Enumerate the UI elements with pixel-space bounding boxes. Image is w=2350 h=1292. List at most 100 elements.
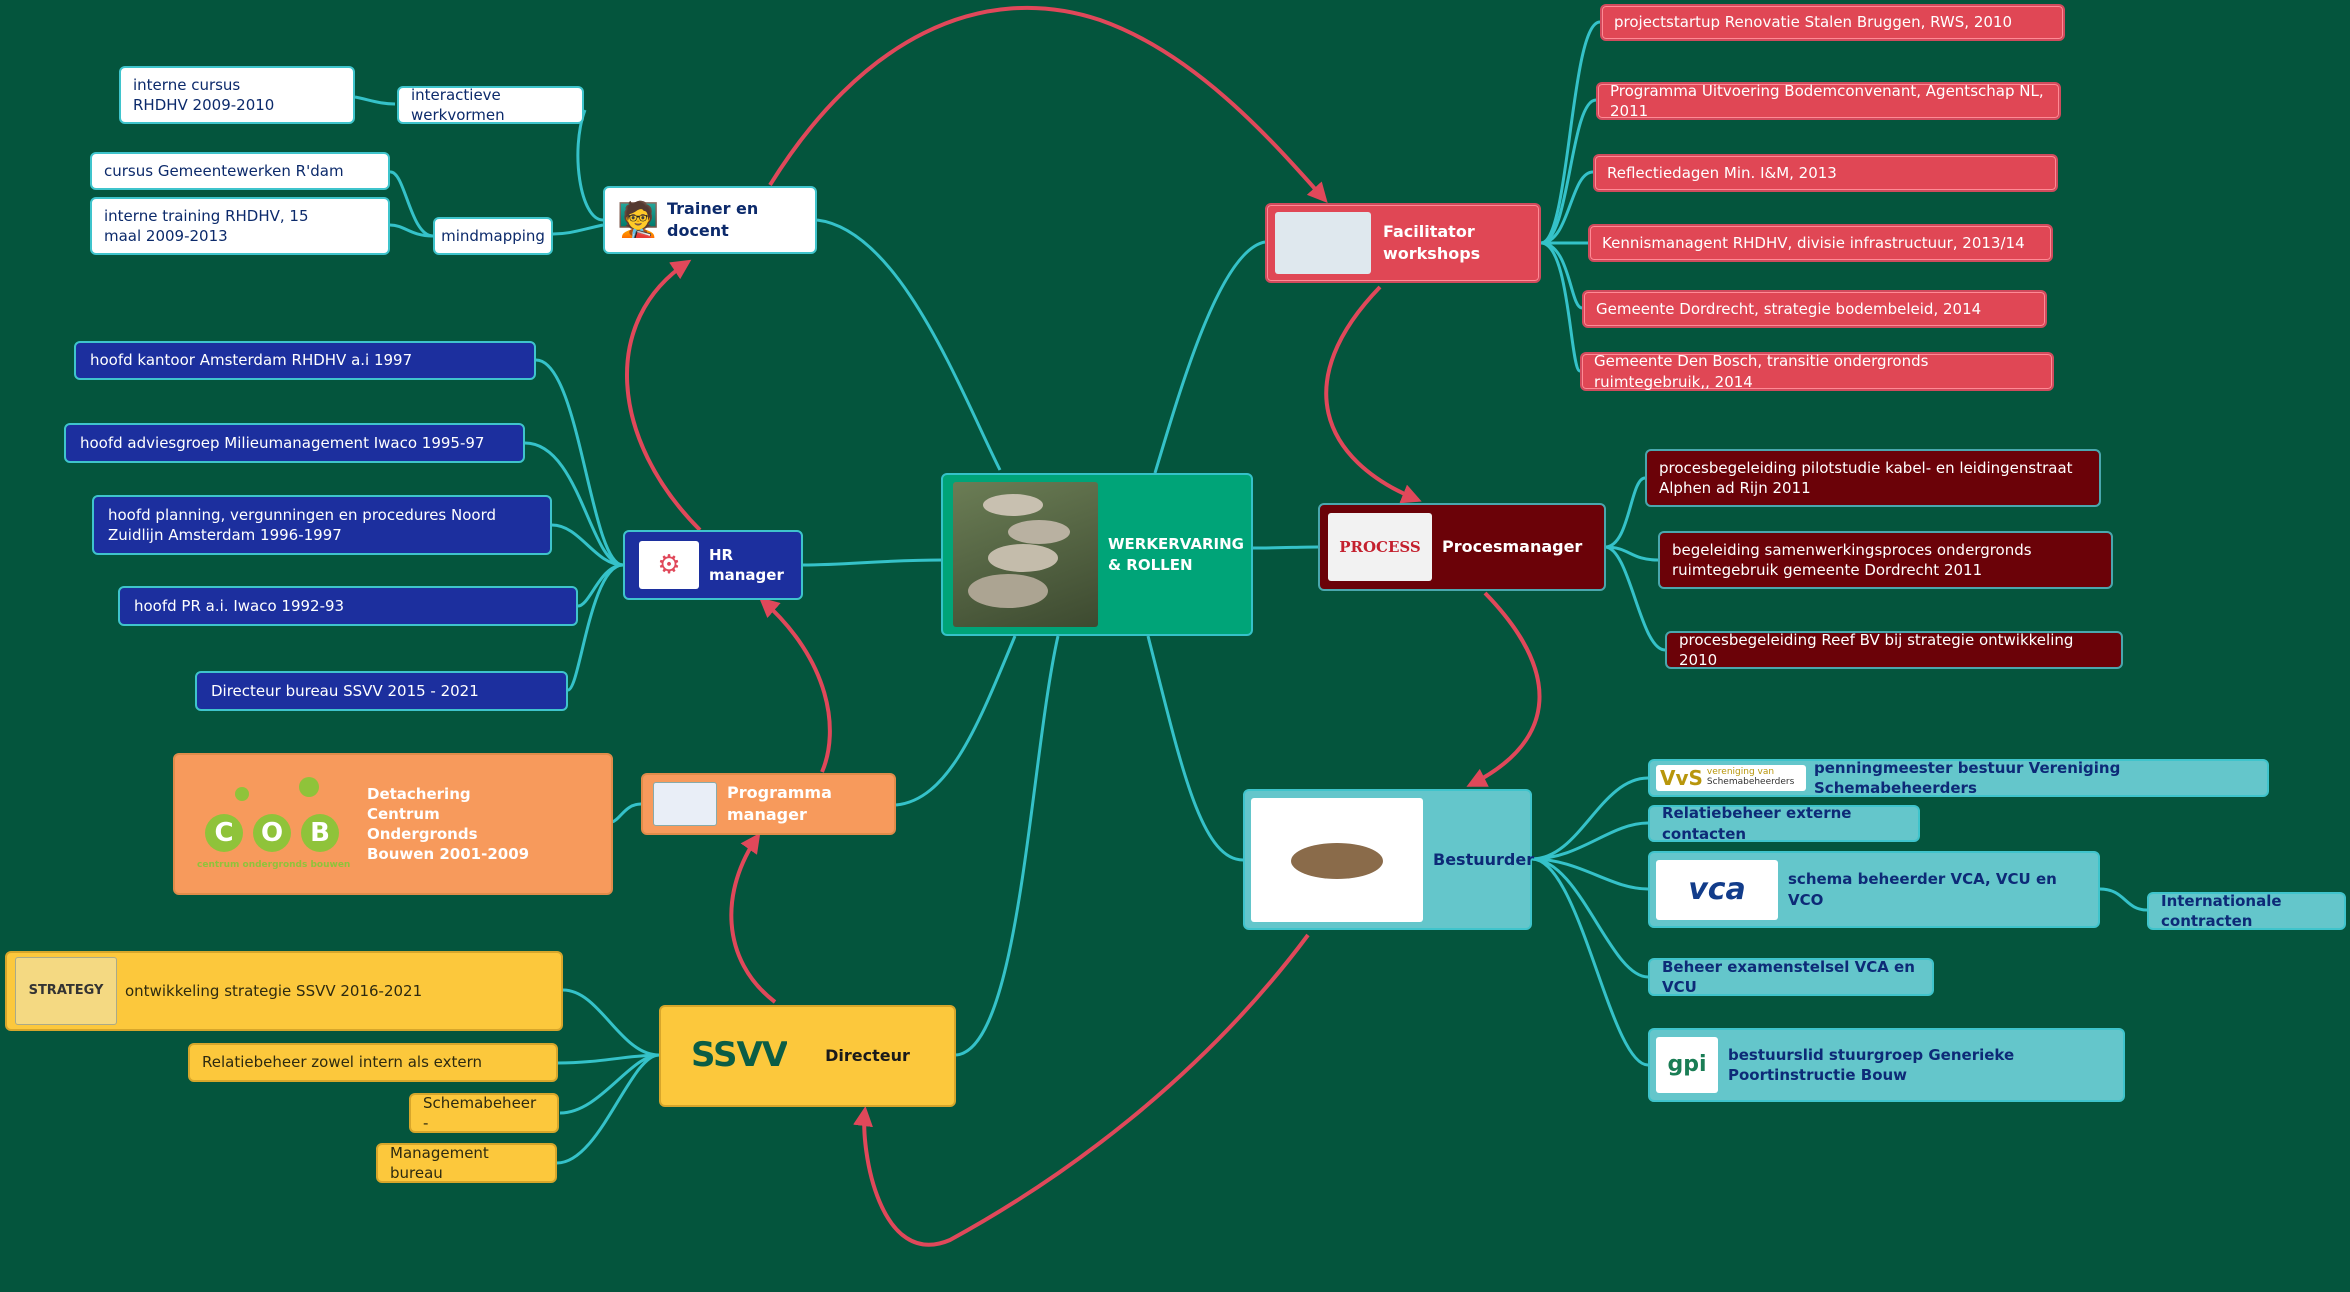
vca-node[interactable]: vca schema beheerder VCA, VCU en VCO [1648, 851, 2100, 928]
arrow-trainer-to-facilitator [768, 5, 1328, 203]
examen-label: Beheer examenstelsel VCA en VCU [1662, 957, 1915, 996]
cob-logo-b: B [301, 814, 339, 852]
penningmeester-node[interactable]: VvS vereniging van Schemabeheerders penn… [1648, 759, 2269, 797]
gpi-label: bestuurslid stuurgroep Generieke Poortin… [1728, 1045, 2015, 1084]
directeur-child-4[interactable]: Management bureau [376, 1143, 557, 1183]
hr-child-2-label: hoofd adviesgroep Milieumanagement Iwaco… [80, 433, 485, 452]
trainer-title: Trainer en docent [667, 199, 759, 240]
directeur-node[interactable]: SSVV Directeur [659, 1005, 956, 1107]
cursus-gemeente-node[interactable]: cursus Gemeentewerken R'dam [90, 152, 390, 190]
internationale-node[interactable]: Internationale contracten [2147, 892, 2346, 930]
facilitator-node[interactable]: Facilitator workshops [1265, 203, 1541, 283]
directeur-child-3[interactable]: Schemabeheer - [409, 1093, 559, 1133]
facilitator-child-2[interactable]: Programma Uitvoering Bodemconvenant, Age… [1596, 82, 2061, 120]
proces-child-3[interactable]: procesbegeleiding Reef BV bij strategie … [1665, 631, 2123, 669]
trainer-node[interactable]: 🧑‍🏫 Trainer en docent [603, 186, 817, 254]
gpi-logo: gpi [1656, 1037, 1718, 1093]
link-center-directeur [955, 635, 1060, 1057]
training-rhdhv-node[interactable]: interne training RHDHV, 15 maal 2009-201… [90, 197, 390, 255]
mindmapping-node[interactable]: mindmapping [433, 217, 553, 255]
directeur-child-1-label: ontwikkeling strategie SSVV 2016-2021 [125, 981, 423, 1000]
hr-child-3-label: hoofd planning, vergunningen en procedur… [108, 505, 497, 544]
vca-logo: vca [1656, 859, 1778, 920]
facilitator-child-5-label: Gemeente Dordrecht, strategie bodembelei… [1596, 299, 1982, 318]
link-center-programma [895, 635, 1017, 807]
center-title: WERKERVARING & ROLLEN [1108, 535, 1244, 574]
relatiebeheer-label: Relatiebeheer externe contacten [1662, 804, 1852, 843]
facilitator-child-1[interactable]: projectstartup Renovatie Stalen Bruggen,… [1600, 4, 2065, 41]
cursus-gemeente-label: cursus Gemeentewerken R'dam [104, 161, 344, 180]
vvs-logo-text: VvS [1660, 765, 1703, 790]
directeur-child-2[interactable]: Relatiebeheer zowel intern als extern [188, 1043, 558, 1082]
cursus-rhdhv-node[interactable]: interne cursus RHDHV 2009-2010 [119, 66, 355, 124]
proces-child-1[interactable]: procesbegeleiding pilotstudie kabel- en … [1645, 449, 2101, 507]
proces-child-2-label: begeleiding samenwerkingsproces ondergro… [1672, 540, 2032, 579]
teacher-icon: 🧑‍🏫 [617, 200, 657, 240]
examen-node[interactable]: Beheer examenstelsel VCA en VCU [1648, 958, 1934, 996]
hr-child-5-label: Directeur bureau SSVV 2015 - 2021 [211, 681, 479, 700]
cob-logo-o: O [253, 814, 291, 852]
directeur-child-2-label: Relatiebeheer zowel intern als extern [202, 1053, 483, 1072]
hr-child-3[interactable]: hoofd planning, vergunningen en procedur… [92, 495, 552, 555]
directeur-child-3-label: Schemabeheer - [423, 1093, 537, 1132]
hr-child-1[interactable]: hoofd kantoor Amsterdam RHDHV a.i 1997 [74, 341, 536, 380]
arrow-programma-to-hr [759, 597, 832, 773]
programma-node[interactable]: Programma manager [641, 773, 896, 835]
cob-logo-c: C [205, 814, 243, 852]
bestuurder-title: Bestuurder [1433, 849, 1535, 869]
cob-node[interactable]: C O B centrum ondergronds bouwen Detache… [173, 753, 613, 895]
facilitator-child-5[interactable]: Gemeente Dordrecht, strategie bodembelei… [1582, 290, 2047, 328]
hr-title: HR manager [709, 545, 784, 584]
programma-title: Programma manager [727, 783, 832, 824]
hr-child-2[interactable]: hoofd adviesgroep Milieumanagement Iwaco… [64, 423, 525, 463]
stepping-stones-image [953, 482, 1098, 627]
facilitator-child-6[interactable]: Gemeente Den Bosch, transitie ondergrond… [1580, 352, 2054, 391]
cob-logo: C O B centrum ondergronds bouwen [187, 769, 357, 879]
relatiebeheer-node[interactable]: Relatiebeheer externe contacten [1648, 804, 1920, 843]
directeur-child-4-label: Management bureau [390, 1143, 489, 1182]
facilitator-title: Facilitator workshops [1383, 222, 1481, 263]
cob-label: Detachering Centrum Ondergronds Bouwen 2… [367, 784, 530, 864]
bestuurder-node[interactable]: Bestuurder [1243, 789, 1535, 930]
training-rhdhv-label: interne training RHDHV, 15 maal 2009-201… [104, 206, 309, 245]
process-image: PROCESS [1328, 513, 1432, 581]
strategy-image: STRATEGY [15, 957, 117, 1025]
org-chart-icon: ⚙ [639, 541, 699, 589]
arrow-proces-to-bestuurder [1466, 591, 1542, 787]
hr-child-4-label: hoofd PR a.i. Iwaco 1992-93 [134, 596, 345, 615]
facilitator-child-1-label: projectstartup Renovatie Stalen Bruggen,… [1614, 13, 2012, 32]
proces-title: Procesmanager [1442, 537, 1583, 557]
center-node[interactable]: WERKERVARING & ROLLEN [941, 473, 1253, 636]
link-center-bestuurder [1146, 635, 1244, 862]
hr-node[interactable]: ⚙ HR manager [623, 530, 803, 600]
facilitator-child-4[interactable]: Kennismanagent RHDHV, divisie infrastruc… [1588, 224, 2053, 262]
hr-child-4[interactable]: hoofd PR a.i. Iwaco 1992-93 [118, 586, 578, 626]
penningmeester-label: penningmeester bestuur Vereniging Schema… [1814, 758, 2121, 797]
link-center-hr [801, 558, 944, 567]
vvs-logo-sub2: Schemabeheerders [1706, 777, 1795, 787]
gpi-node[interactable]: gpi bestuurslid stuurgroep Generieke Poo… [1648, 1028, 2125, 1102]
meeting-image [1251, 797, 1423, 922]
proces-node[interactable]: PROCESS Procesmanager [1318, 503, 1606, 591]
facilitator-child-6-label: Gemeente Den Bosch, transitie ondergrond… [1594, 352, 1929, 391]
directeur-child-1[interactable]: STRATEGY ontwikkeling strategie SSVV 201… [5, 951, 563, 1031]
vca-label: schema beheerder VCA, VCU en VCO [1788, 870, 2057, 909]
interactieve-werkvormen-node[interactable]: interactieve werkvormen [397, 86, 584, 124]
internationale-label: Internationale contracten [2161, 891, 2282, 930]
facilitator-child-3[interactable]: Reflectiedagen Min. I&M, 2013 [1593, 154, 2058, 192]
cursus-rhdhv-label: interne cursus RHDHV 2009-2010 [133, 75, 275, 114]
proces-child-2[interactable]: begeleiding samenwerkingsproces ondergro… [1658, 531, 2113, 589]
facilitator-child-2-label: Programma Uitvoering Bodemconvenant, Age… [1610, 81, 2044, 120]
program-icon [653, 782, 717, 826]
cob-logo-sub: centrum ondergronds bouwen [197, 860, 351, 870]
hr-child-5[interactable]: Directeur bureau SSVV 2015 - 2021 [195, 671, 568, 711]
mindmapping-label: mindmapping [441, 226, 545, 245]
link-center-trainer [816, 218, 1002, 471]
arrow-bestuurder-to-directeur [853, 933, 1310, 1247]
vvs-logo: VvS vereniging van Schemabeheerders [1656, 765, 1806, 791]
proces-child-1-label: procesbegeleiding pilotstudie kabel- en … [1659, 458, 2073, 497]
workshop-image [1275, 212, 1371, 274]
link-center-proces [1251, 545, 1319, 550]
ssvv-logo: SSVV [691, 1035, 788, 1076]
